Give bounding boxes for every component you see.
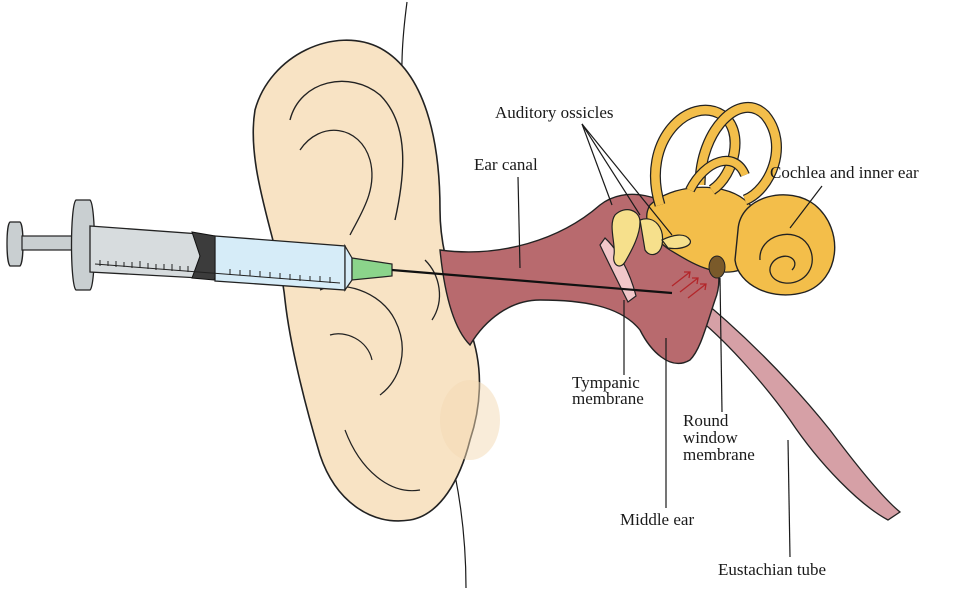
head-contour-bottom (454, 474, 467, 589)
label-tympanic-membrane-line2: membrane (572, 389, 644, 408)
syringe-scale (94, 260, 341, 284)
label-eustachian-tube: Eustachian tube (718, 560, 826, 579)
label-tympanic-membrane-line1: Tympanic (572, 373, 640, 392)
auditory-ossicles (611, 209, 691, 267)
needle (391, 268, 673, 295)
label-cochlea-inner-ear: Cochlea and inner ear (770, 163, 919, 182)
label-round-window-line3: membrane (683, 445, 755, 464)
label-ear-canal: Ear canal (474, 155, 538, 174)
plunger-thumb-rest (6, 221, 24, 267)
needle-hub (351, 257, 393, 281)
syringe (6, 199, 673, 295)
label-round-window-line1: Round (683, 411, 729, 430)
leader-lines (517, 123, 823, 558)
finger-flange (70, 199, 96, 291)
flow-arrows (671, 271, 707, 299)
eustachian-tube (688, 288, 902, 521)
label-round-window-line2: window (683, 428, 739, 447)
inner-ear (646, 101, 836, 296)
outer-ear (252, 39, 500, 522)
label-auditory-ossicles: Auditory ossicles (495, 103, 614, 122)
round-window (708, 255, 726, 279)
label-middle-ear: Middle ear (620, 510, 694, 529)
